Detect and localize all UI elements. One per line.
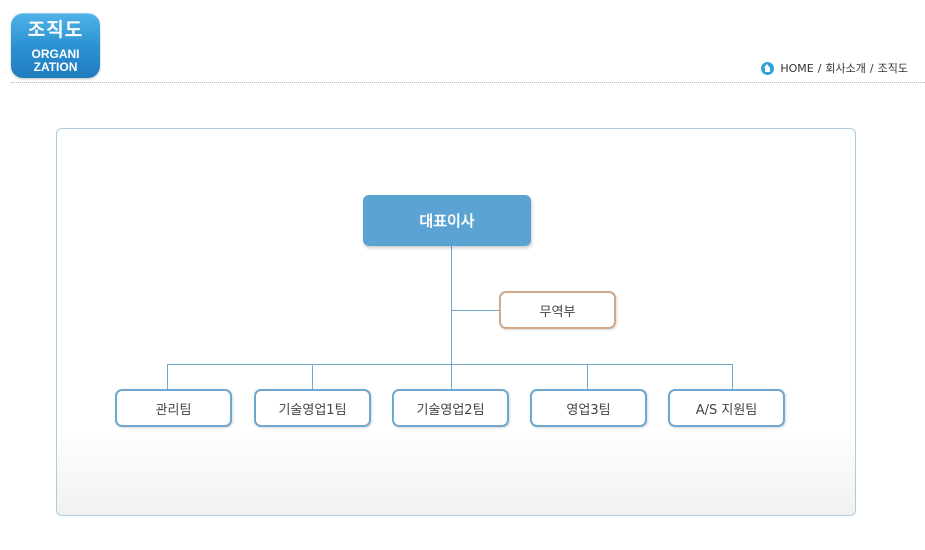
breadcrumb-separator: / — [869, 61, 874, 75]
org-node-team: 영업3팀 — [530, 389, 647, 427]
org-node-ceo: 대표이사 — [363, 195, 531, 246]
badge-title: 조직도 — [27, 19, 84, 41]
org-node-team: A/S 지원팀 — [668, 389, 785, 427]
connector-side — [451, 310, 499, 311]
org-node-trade-dept: 무역부 — [499, 291, 616, 329]
connector-drop — [451, 364, 452, 389]
breadcrumb: HOME / 회사소개 / 조직도 — [761, 61, 908, 75]
org-chart-panel — [56, 128, 856, 516]
breadcrumb-section[interactable]: 회사소개 — [825, 62, 866, 75]
org-node-team: 기술영업2팀 — [392, 389, 509, 427]
connector-trunk — [451, 246, 452, 364]
home-icon[interactable] — [761, 61, 775, 75]
org-node-team: 기술영업1팀 — [254, 389, 371, 427]
connector-drop — [732, 364, 733, 389]
connector-drop — [167, 364, 168, 389]
breadcrumb-current: 조직도 — [877, 62, 908, 75]
connector-bus — [167, 364, 733, 365]
breadcrumb-separator: / — [817, 61, 822, 75]
org-node-team: 관리팀 — [115, 389, 232, 427]
badge-subtitle-line2: ZATION — [33, 60, 78, 74]
connector-drop — [587, 364, 588, 389]
breadcrumb-home[interactable]: HOME — [780, 61, 814, 75]
connector-drop — [312, 364, 313, 389]
header-divider — [11, 82, 925, 83]
page-title-badge: 조직도 ORGANI ZATION — [11, 13, 100, 78]
badge-subtitle-line1: ORGANI — [31, 47, 80, 61]
